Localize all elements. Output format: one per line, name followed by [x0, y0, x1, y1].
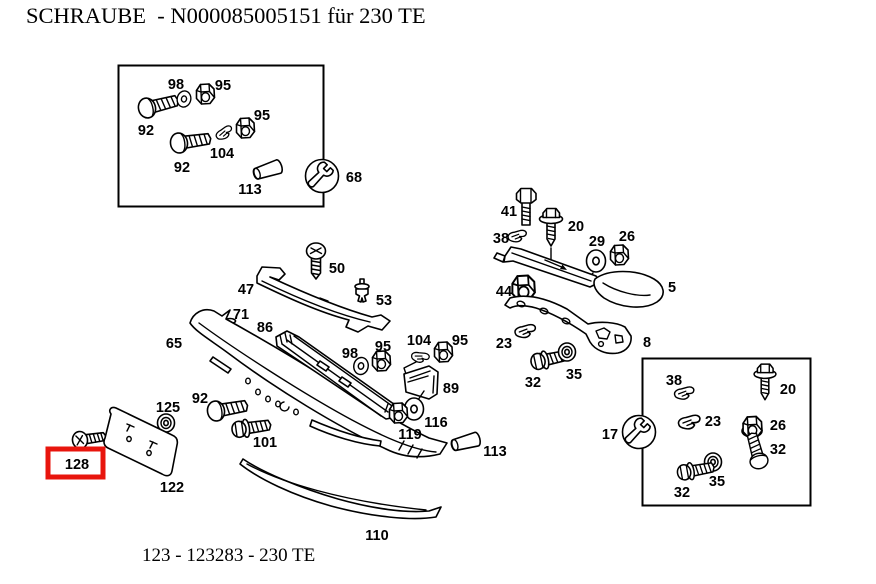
part-35-grommet [557, 342, 577, 362]
part-8-rail-bracket [504, 295, 632, 355]
part-callout-98[interactable]: 98 [168, 77, 184, 93]
part-89-bracket [403, 361, 439, 400]
part-47-stone-guard [256, 266, 391, 333]
part-119-nut [388, 402, 409, 424]
part-callout-5[interactable]: 5 [668, 280, 676, 296]
part-113-spacer [449, 430, 483, 454]
part-callout-95[interactable]: 95 [215, 78, 231, 94]
part-callout-95[interactable]: 95 [452, 333, 468, 349]
part-95-nut [195, 83, 216, 105]
part-53-rivet [354, 278, 370, 303]
part-104-clip [213, 124, 235, 142]
part-95-nut [433, 341, 454, 363]
part-122-license-plate-base [103, 406, 179, 477]
part-callouts: 98 95 92 95 104 92 113 68 50 47 53 71 86… [65, 77, 796, 544]
part-95-nut [235, 117, 256, 139]
part-callout-35[interactable]: 35 [709, 474, 725, 490]
part-callout-26[interactable]: 26 [770, 418, 786, 434]
part-callout-23[interactable]: 23 [705, 414, 721, 430]
part-20-screw [538, 207, 564, 247]
part-callout-92[interactable]: 92 [138, 123, 154, 139]
part-callout-110[interactable]: 110 [365, 528, 388, 544]
part-callout-26[interactable]: 26 [619, 229, 635, 245]
part-callout-104[interactable]: 104 [407, 333, 431, 349]
part-26-nut [609, 244, 630, 266]
part-110-rub-strip [239, 458, 442, 520]
part-113-spacer [250, 158, 285, 183]
part-callout-119[interactable]: 119 [398, 427, 421, 443]
part-29-washer [585, 249, 607, 273]
part-callout-20[interactable]: 20 [780, 382, 796, 398]
part-23-clip [677, 414, 701, 430]
part-callout-47[interactable]: 47 [238, 282, 254, 298]
part-callout-98[interactable]: 98 [342, 346, 358, 362]
part-callout-32[interactable]: 32 [525, 375, 541, 391]
wrench-icon [304, 158, 340, 194]
part-38-clip [507, 229, 527, 243]
part-callout-113[interactable]: 113 [238, 182, 261, 198]
hardware-group-box-top [117, 64, 325, 208]
part-callout-113[interactable]: 113 [483, 444, 506, 460]
part-callout-125[interactable]: 125 [156, 400, 180, 416]
part-callout-41[interactable]: 41 [501, 204, 517, 220]
part-callout-116[interactable]: 116 [424, 415, 447, 431]
part-callout-32[interactable]: 32 [674, 485, 690, 501]
page-title: SCHRAUBE - N000085005151 für 230 TE [26, 3, 426, 28]
part-callout-71[interactable]: 71 [233, 307, 249, 323]
part-callout-95[interactable]: 95 [375, 339, 391, 355]
part-23-clip [514, 323, 537, 339]
part-128-screw [70, 427, 109, 451]
part-callout-101[interactable]: 101 [253, 435, 277, 451]
leader-line-116 [417, 390, 425, 401]
part-callout-23[interactable]: 23 [496, 336, 512, 352]
highlight-box [45, 446, 106, 480]
part-callout-128[interactable]: 128 [65, 457, 89, 473]
part-callout-89[interactable]: 89 [443, 381, 459, 397]
part-65-bumper [189, 308, 448, 459]
part-callout-20[interactable]: 20 [568, 219, 584, 235]
part-5-bracket-assembly [493, 246, 664, 308]
part-callout-44[interactable]: 44 [496, 284, 512, 300]
part-callout-17[interactable]: 17 [602, 427, 618, 443]
part-92-bolt [135, 89, 182, 121]
part-callout-104[interactable]: 104 [210, 146, 234, 162]
part-callout-68[interactable]: 68 [346, 170, 362, 186]
part-callout-122[interactable]: 122 [160, 480, 184, 496]
part-callout-32[interactable]: 32 [770, 442, 786, 458]
part-41-bolt [515, 187, 537, 226]
part-callout-35[interactable]: 35 [566, 367, 582, 383]
part-callout-95[interactable]: 95 [254, 108, 270, 124]
part-callout-38[interactable]: 38 [666, 373, 682, 389]
part-92-bolt [168, 127, 213, 155]
part-50-screw [305, 242, 327, 280]
part-92-bolt [205, 394, 251, 424]
part-callout-50[interactable]: 50 [329, 261, 345, 277]
part-86-reinforcement-bar [275, 330, 399, 420]
part-callout-29[interactable]: 29 [589, 234, 605, 250]
part-20-screw [753, 363, 777, 401]
part-callout-65[interactable]: 65 [166, 336, 182, 352]
part-callout-8[interactable]: 8 [643, 335, 651, 351]
part-callout-86[interactable]: 86 [257, 320, 273, 336]
part-callout-38[interactable]: 38 [493, 231, 509, 247]
footnote-model-code: 123 - 123283 - 230 TE [142, 545, 316, 566]
part-callout-53[interactable]: 53 [376, 293, 392, 309]
part-callout-92[interactable]: 92 [174, 160, 190, 176]
wrench-icon [621, 414, 657, 450]
part-callout-92[interactable]: 92 [192, 391, 208, 407]
